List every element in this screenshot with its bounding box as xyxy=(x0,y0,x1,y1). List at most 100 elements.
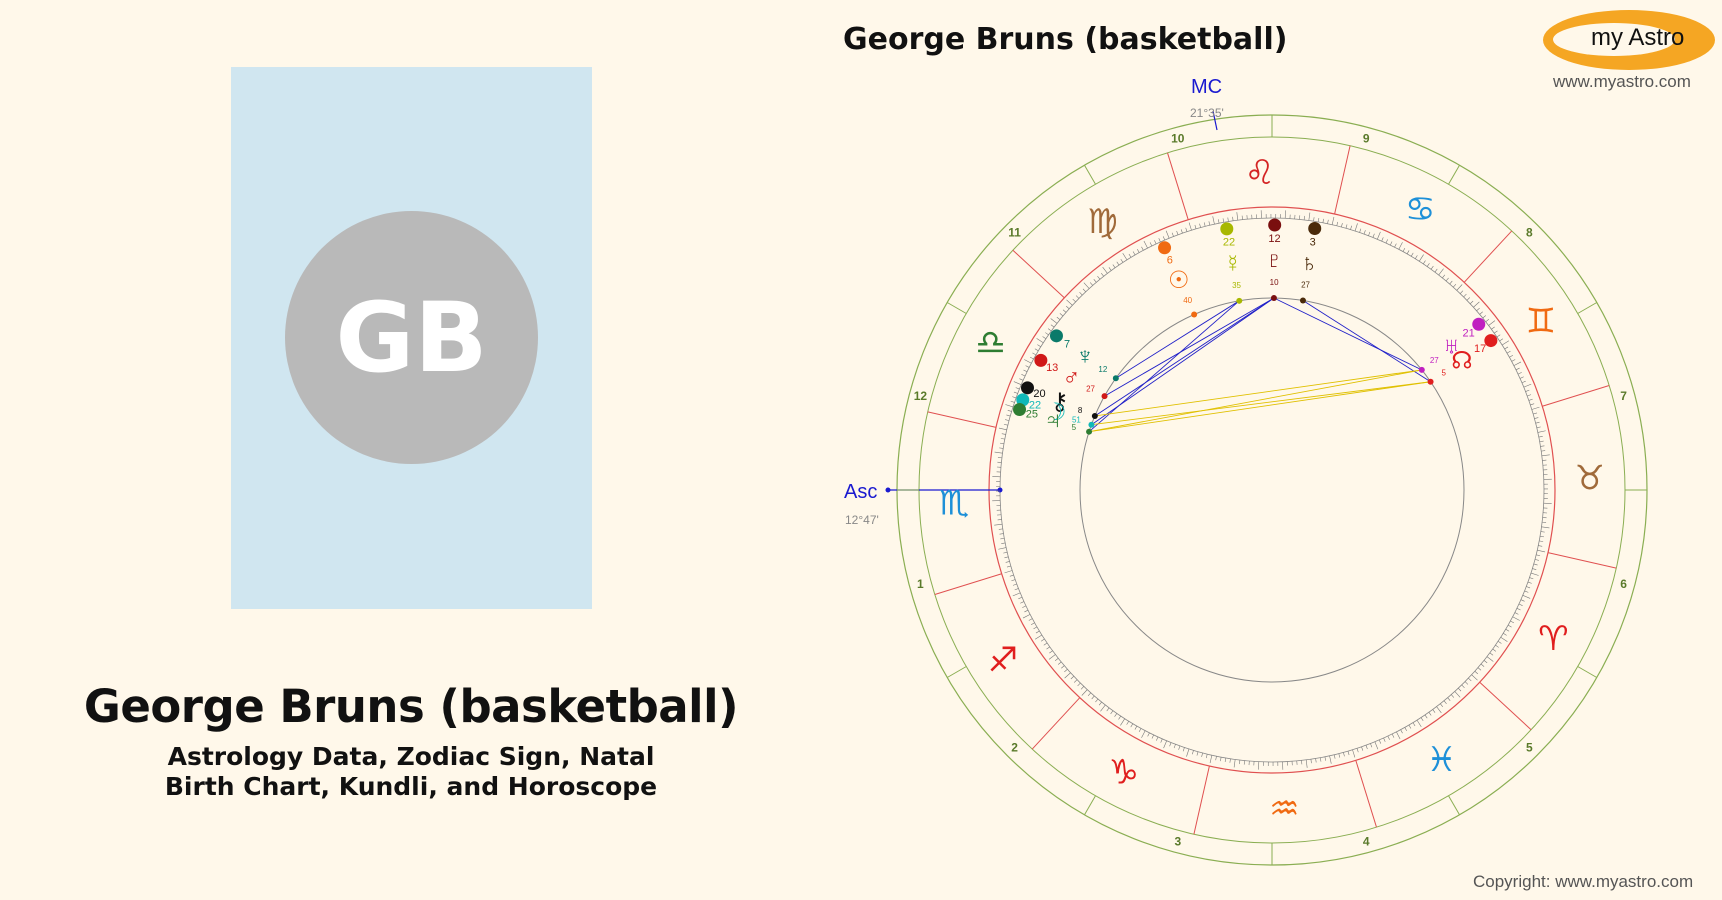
degree-tick xyxy=(1468,677,1472,682)
saturn-inner-dot xyxy=(1299,297,1306,304)
degree-tick xyxy=(1515,367,1520,371)
degree-tick xyxy=(1398,242,1403,250)
degree-tick xyxy=(1308,212,1311,221)
degree-tick xyxy=(1385,239,1388,244)
degree-tick xyxy=(1406,250,1410,255)
degree-tick xyxy=(1030,622,1035,625)
degree-tick xyxy=(1042,336,1047,340)
degree-tick xyxy=(1363,230,1366,235)
leo-glyph: ♌ xyxy=(1244,153,1274,193)
node-marker xyxy=(1484,334,1498,348)
mars-marker xyxy=(1034,353,1048,367)
degree-tick xyxy=(1474,671,1479,675)
myastro-logo[interactable]: my Astro xyxy=(1543,10,1715,70)
mercury-inner-dot xyxy=(1236,297,1243,304)
degree-tick xyxy=(1176,230,1179,235)
degree-tick xyxy=(1400,729,1403,734)
degree-tick xyxy=(1073,679,1078,683)
saturn-degree: 3 xyxy=(1310,236,1316,248)
house-number-10: 10 xyxy=(1171,131,1185,145)
aries-glyph: ♈ xyxy=(1538,619,1568,659)
degree-tick xyxy=(1477,667,1482,671)
degree-tick xyxy=(1095,698,1099,703)
degree-tick xyxy=(1048,654,1056,660)
house-cusp xyxy=(1084,795,1096,816)
moon-glyph: ☽ xyxy=(1045,399,1067,426)
degree-tick xyxy=(1013,381,1022,385)
degree-tick xyxy=(1054,658,1059,661)
aspect-line-uranus-jupiter xyxy=(1088,369,1422,433)
degree-tick xyxy=(1062,309,1067,313)
degree-tick xyxy=(1463,293,1467,298)
degree-tick xyxy=(1000,537,1005,540)
mc-line xyxy=(1212,110,1218,131)
house-cusp xyxy=(1577,666,1598,678)
degree-tick xyxy=(1143,240,1148,249)
saturn-glyph: ♄ xyxy=(1300,250,1318,277)
degree-tick xyxy=(1106,707,1110,712)
site-url-link[interactable]: www.myastro.com xyxy=(1553,72,1691,91)
degree-tick xyxy=(1034,348,1039,352)
degree-tick xyxy=(1114,713,1118,717)
copyright-text: Copyright: www.myastro.com xyxy=(1473,872,1694,891)
degree-tick xyxy=(1361,746,1364,751)
degree-tick xyxy=(1327,219,1329,224)
degree-tick xyxy=(1077,682,1081,687)
degree-tick xyxy=(1188,222,1192,231)
degree-tick xyxy=(1010,400,1015,403)
aspect-line-pluto-mars xyxy=(1104,297,1275,397)
degree-tick xyxy=(1061,665,1065,669)
degree-tick xyxy=(1356,748,1359,753)
degree-tick xyxy=(1454,691,1461,698)
degree-tick xyxy=(1526,586,1531,589)
neptune-marker xyxy=(1049,329,1063,343)
mars-minutes: 27 xyxy=(1086,384,1095,393)
house-number-4: 4 xyxy=(1363,835,1370,849)
degree-tick xyxy=(1049,650,1053,654)
degree-tick xyxy=(1163,740,1167,749)
pluto-glyph: ♇ xyxy=(1265,247,1283,274)
house-number-12: 12 xyxy=(914,389,928,403)
cancer-glyph: ♋ xyxy=(1405,190,1435,230)
degree-tick xyxy=(1003,551,1008,554)
degree-tick xyxy=(1534,417,1539,419)
jupiter-inner-dot xyxy=(1086,428,1093,435)
aspect-line-mercury-neptune xyxy=(1115,300,1240,379)
degree-tick xyxy=(1520,599,1525,602)
degree-tick xyxy=(1209,755,1213,764)
degree-tick xyxy=(1322,218,1324,223)
pluto-marker xyxy=(1268,218,1282,232)
degree-tick xyxy=(1056,316,1061,320)
degree-tick xyxy=(1434,268,1438,273)
virgo-glyph: ♍ xyxy=(1087,202,1117,242)
degree-tick xyxy=(1018,596,1023,600)
house-cusp xyxy=(1448,795,1460,816)
sign-divider xyxy=(1334,145,1351,215)
degree-tick xyxy=(1536,554,1541,557)
degree-tick xyxy=(1043,642,1048,646)
degree-tick xyxy=(1531,406,1540,410)
degree-tick xyxy=(1359,228,1362,233)
degree-tick xyxy=(1224,757,1227,763)
neptune-glyph: ♆ xyxy=(1076,343,1094,370)
node-minutes: 5 xyxy=(1442,369,1447,378)
degree-tick xyxy=(1372,233,1375,238)
mars-glyph: ♂ xyxy=(1062,365,1080,392)
degree-tick xyxy=(1499,338,1504,342)
degree-tick xyxy=(1480,663,1485,667)
degree-tick xyxy=(1521,380,1526,384)
degree-tick xyxy=(1075,295,1080,299)
degree-tick xyxy=(1503,632,1507,636)
degree-tick xyxy=(998,528,1003,530)
degree-tick xyxy=(1345,224,1348,229)
degree-tick xyxy=(1151,734,1154,739)
degree-tick xyxy=(1194,224,1197,229)
degree-tick xyxy=(999,533,1004,535)
degree-tick xyxy=(1165,230,1170,239)
degree-tick xyxy=(1426,263,1430,267)
aspect-line-saturn-node xyxy=(1302,300,1431,383)
degree-tick xyxy=(1453,283,1457,288)
chiron-glyph: ⚷ xyxy=(1051,388,1069,415)
house-number-9: 9 xyxy=(1363,131,1370,145)
degree-tick xyxy=(1006,414,1011,417)
